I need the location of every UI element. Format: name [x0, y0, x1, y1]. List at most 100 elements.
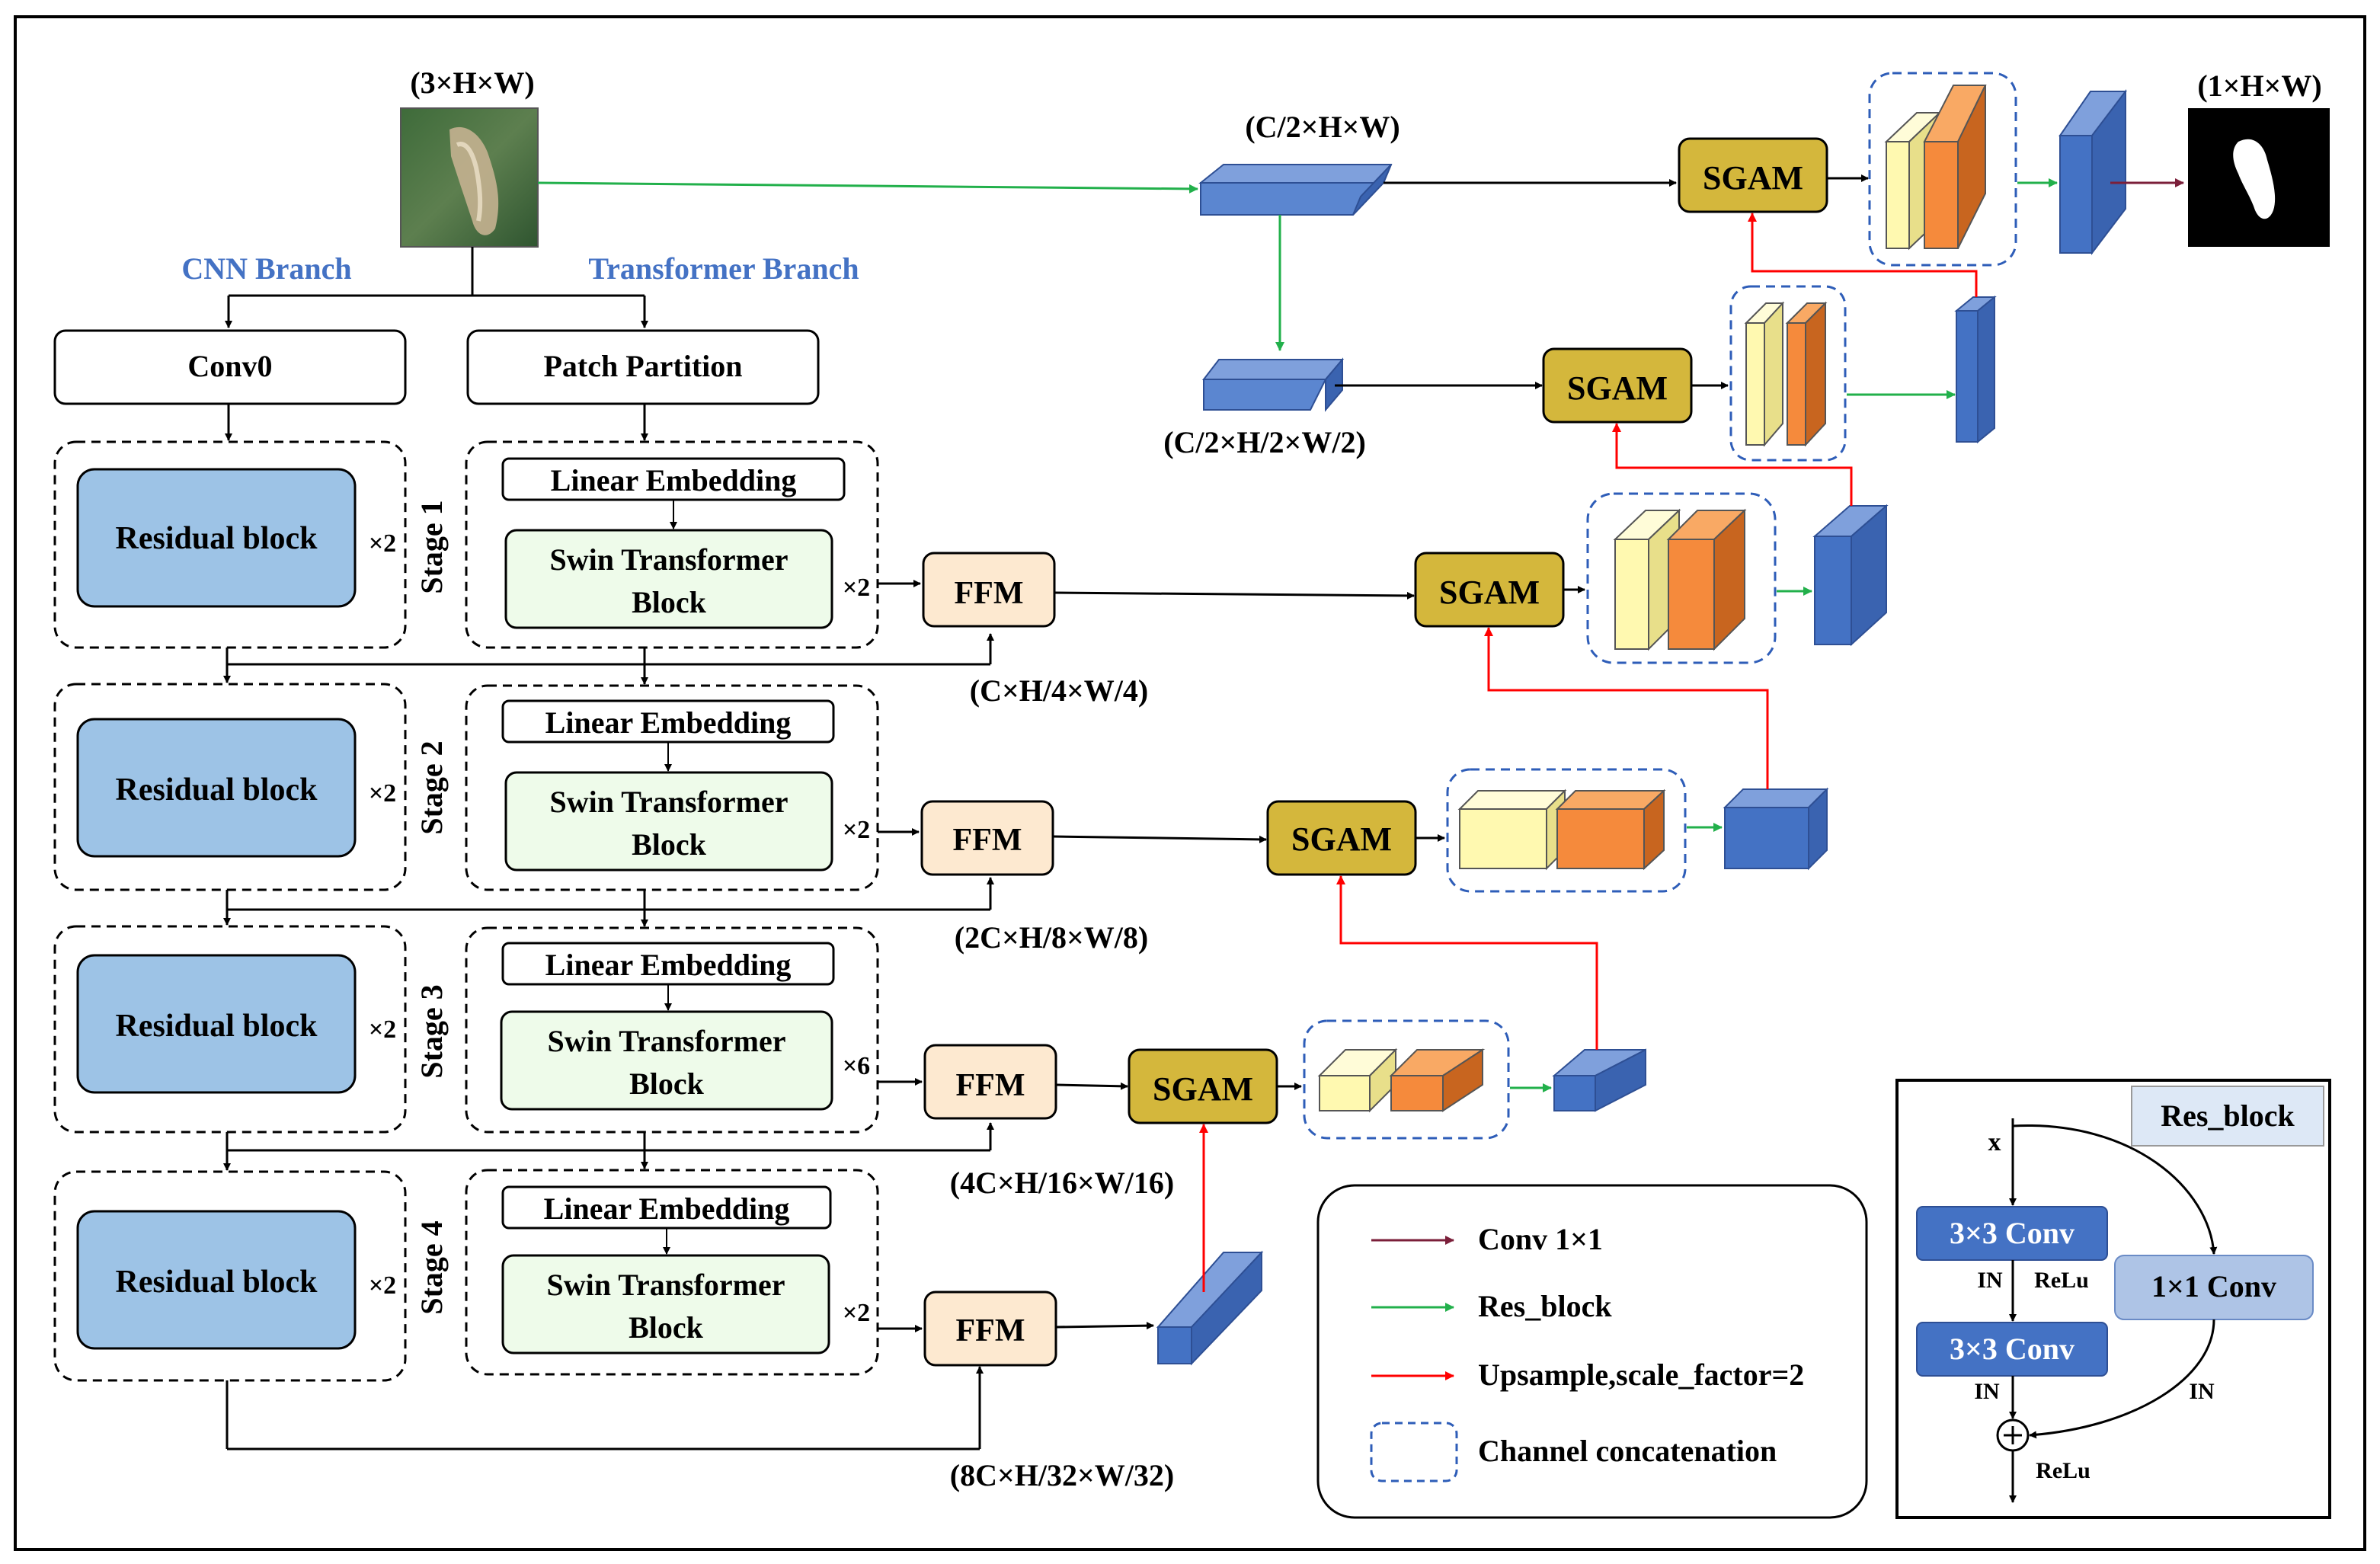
- svg-text:SGAM: SGAM: [1153, 1070, 1253, 1108]
- svg-text:IN: IN: [2189, 1379, 2215, 1404]
- svg-text:Linear Embedding: Linear Embedding: [545, 705, 792, 740]
- size-label-s4: (8C×H/32×W/32): [950, 1458, 1174, 1492]
- stage-2: Residual block ×2 Stage 2 Linear Embeddi…: [53, 683, 879, 891]
- svg-text:×2: ×2: [843, 1299, 870, 1327]
- svg-text:×2: ×2: [369, 1015, 396, 1044]
- svg-text:IN: IN: [1977, 1268, 2003, 1293]
- svg-text:Residual block: Residual block: [116, 1265, 318, 1300]
- output-size-label: (1×H×W): [2197, 69, 2321, 103]
- patch-partition-label: Patch Partition: [543, 349, 742, 383]
- input-size-label: (3×H×W): [410, 66, 534, 100]
- ffm-1: FFM: [922, 552, 1056, 628]
- swin-block-1: [504, 529, 833, 629]
- upsample-arrows: [1199, 213, 1978, 1292]
- swin-block-4: [501, 1254, 830, 1355]
- svg-text:ReLu: ReLu: [2036, 1458, 2090, 1483]
- svg-text:3×3 Conv: 3×3 Conv: [1950, 1332, 2075, 1366]
- svg-text:FFM: FFM: [956, 1313, 1025, 1348]
- legend-concat: Channel concatenation: [1478, 1434, 1777, 1468]
- ffm-sgam-arrows: [1052, 591, 1415, 1330]
- res-repeat-1: ×2: [369, 529, 396, 558]
- cube-half-out: [1954, 295, 1997, 444]
- outer-frame: [14, 15, 2366, 1551]
- legend-upsample: Upsample,scale_factor=2: [1478, 1358, 1804, 1392]
- svg-text:ReLu: ReLu: [2034, 1268, 2089, 1293]
- ffm-3: FFM: [923, 1044, 1057, 1120]
- ffm-2: FFM: [920, 800, 1054, 876]
- cube-top-full: [1198, 164, 1393, 216]
- legend-res-block: Res_block: [1478, 1289, 1612, 1323]
- size-label-s2: (2C×H/8×W/8): [955, 920, 1148, 955]
- size-label-top-half: (C/2×H/2×W/2): [1163, 425, 1366, 459]
- swin-block-3: [500, 1010, 833, 1111]
- residual-block-4: [76, 1210, 357, 1350]
- output-mask: [2188, 108, 2330, 247]
- svg-text:×2: ×2: [369, 779, 396, 808]
- svg-text:Linear Embedding: Linear Embedding: [545, 948, 792, 982]
- stage-1: Residual block ×2 Stage 1 Linear Embeddi…: [53, 440, 879, 649]
- svg-text:×2: ×2: [843, 816, 870, 844]
- cube-s1-out: [1812, 504, 1889, 647]
- patch-partition-box: [466, 329, 820, 405]
- legend: Conv 1×1 Res_block Upsample,scale_factor…: [1316, 1184, 1868, 1519]
- res-block-title: Res_block: [2161, 1099, 2295, 1133]
- svg-text:×2: ×2: [369, 1271, 396, 1300]
- svg-text:Block: Block: [632, 827, 707, 862]
- svg-text:Linear Embedding: Linear Embedding: [551, 463, 797, 497]
- svg-text:Residual block: Residual block: [116, 1009, 318, 1044]
- concat-s1: [1586, 492, 1777, 664]
- res-block-inset: Res_block x 3×3 Conv IN ReLu 3×3 Conv IN…: [1895, 1079, 2331, 1519]
- transformer-branch-label: Transformer Branch: [588, 251, 859, 286]
- stage-2-label: Stage 2: [414, 740, 449, 834]
- stage-1-label: Stage 1: [414, 500, 449, 593]
- svg-text:Swin Transformer: Swin Transformer: [550, 785, 789, 819]
- size-label-s1: (C×H/4×W/4): [970, 673, 1148, 708]
- residual-block-2: [76, 718, 357, 858]
- svg-text:FFM: FFM: [956, 1068, 1025, 1103]
- svg-text:FFM: FFM: [953, 823, 1022, 858]
- concat-top: [1868, 72, 2017, 267]
- svg-text:SGAM: SGAM: [1567, 369, 1668, 407]
- stage-4: Residual block ×2 Stage 4 Linear Embeddi…: [53, 1169, 879, 1382]
- cube-top-half: [1201, 357, 1345, 412]
- sgam-s1: SGAM: [1414, 552, 1565, 628]
- svg-text:SGAM: SGAM: [1703, 159, 1803, 197]
- stage-3: Residual block ×2 Stage 3 Linear Embeddi…: [53, 925, 879, 1134]
- svg-text:SGAM: SGAM: [1291, 820, 1392, 858]
- svg-text:Residual block: Residual block: [116, 772, 318, 808]
- cnn-branch-label: CNN Branch: [181, 251, 351, 286]
- stage-3-label: Stage 3: [414, 984, 449, 1078]
- svg-text:Swin Transformer: Swin Transformer: [547, 1268, 785, 1302]
- input-satellite-image: [400, 107, 539, 248]
- sgam-s2: SGAM: [1266, 800, 1417, 876]
- concat-s3: [1303, 1019, 1510, 1140]
- svg-text:SGAM: SGAM: [1439, 574, 1540, 611]
- cube-s4-out: [1156, 1250, 1264, 1366]
- stage-4-label: Stage 4: [414, 1220, 449, 1314]
- svg-text:Swin Transformer: Swin Transformer: [548, 1024, 786, 1058]
- ffm-4: FFM: [923, 1291, 1057, 1367]
- legend-conv1x1: Conv 1×1: [1478, 1222, 1603, 1256]
- cube-out: [2059, 89, 2128, 255]
- svg-text:Block: Block: [632, 585, 707, 619]
- residual-block-3: [76, 954, 357, 1094]
- concat-s2: [1446, 768, 1687, 893]
- svg-text:1×1 Conv: 1×1 Conv: [2151, 1269, 2276, 1303]
- svg-text:Block: Block: [629, 1067, 705, 1101]
- residual-block-1: [76, 468, 357, 608]
- size-label-top-full: (C/2×H×W): [1245, 110, 1400, 144]
- swin-repeat-1: ×2: [843, 574, 870, 602]
- svg-text:FFM: FFM: [955, 576, 1024, 611]
- swin-block-2: [504, 771, 833, 872]
- svg-text:IN: IN: [1974, 1379, 2000, 1404]
- svg-text:Swin Transformer: Swin Transformer: [550, 542, 789, 577]
- size-label-s3: (4C×H/16×W/16): [950, 1166, 1174, 1200]
- svg-text:×6: ×6: [843, 1052, 870, 1080]
- conv0-label: Conv0: [187, 349, 272, 383]
- cube-s3-out: [1552, 1048, 1646, 1112]
- stage-connectors: [223, 580, 994, 1450]
- svg-text:3×3 Conv: 3×3 Conv: [1950, 1216, 2075, 1250]
- sgam-top: SGAM: [1678, 137, 1828, 213]
- residual-block-1-label: Residual block: [116, 521, 318, 556]
